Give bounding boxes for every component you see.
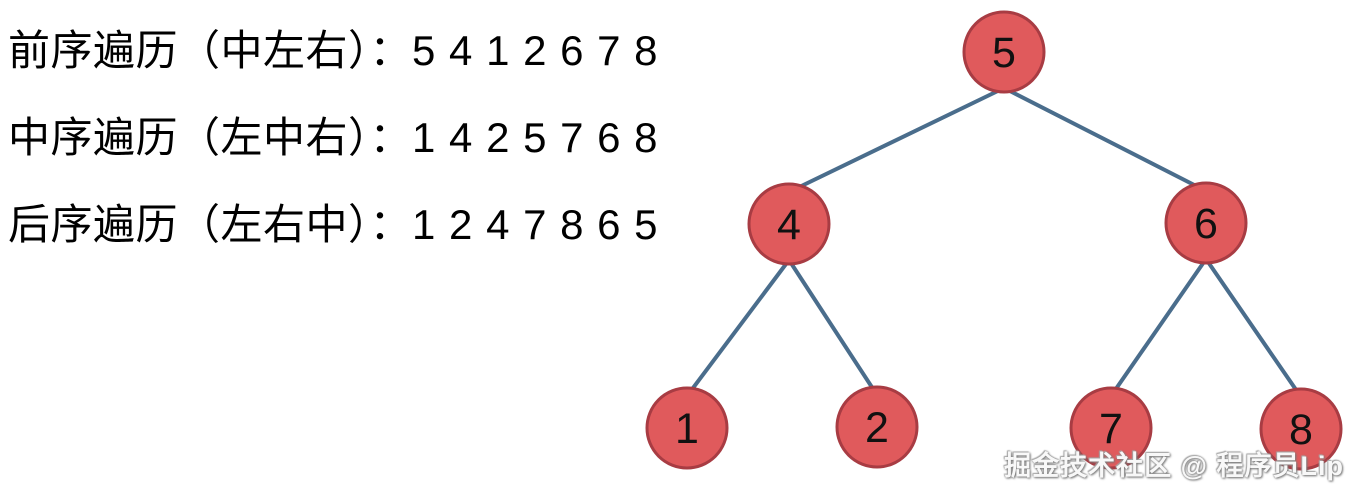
- tree-node-7: 7: [1069, 386, 1153, 470]
- tree-node-circle: [1069, 386, 1153, 470]
- tree-node-2: 2: [835, 385, 919, 469]
- tree-node-8: 8: [1259, 387, 1343, 471]
- tree-node-circle: [835, 385, 919, 469]
- tree-node-label: 1: [675, 405, 699, 453]
- traversal-postorder-label: 后序遍历（左右中）：: [8, 201, 413, 248]
- tree-node-label: 7: [1099, 405, 1123, 453]
- tree-edge-6-8: [1204, 257, 1303, 399]
- traversal-inorder-label: 中序遍历（左中右）：: [8, 114, 413, 161]
- traversal-postorder: 后序遍历（左右中）：1 2 4 7 8 6 5: [8, 201, 659, 248]
- tree-node-6: 6: [1164, 181, 1248, 265]
- tree-node-5: 5: [962, 10, 1046, 94]
- tree-edge-4-2: [787, 258, 879, 397]
- tree-node-1: 1: [645, 386, 729, 470]
- tree-node-circle: [962, 10, 1046, 94]
- tree-node-label: 2: [865, 404, 889, 452]
- traversal-inorder-sequence: 1 4 2 5 7 6 8: [412, 114, 659, 161]
- tree-node-label: 4: [777, 201, 801, 249]
- tree-node-label: 8: [1289, 406, 1313, 454]
- tree-node-4: 4: [747, 182, 831, 266]
- traversal-preorder-label: 前序遍历（中左右）：: [8, 27, 413, 74]
- tree-edge-5-4: [787, 86, 1006, 194]
- traversal-preorder: 前序遍历（中左右）：5 4 1 2 6 7 8: [8, 27, 659, 74]
- traversal-preorder-sequence: 5 4 1 2 6 7 8: [412, 27, 659, 74]
- tree-node-circle: [1259, 387, 1343, 471]
- tree-edge-5-6: [1002, 86, 1208, 193]
- tree-node-label: 6: [1194, 200, 1218, 248]
- traversal-postorder-sequence: 1 2 4 7 8 6 5: [412, 201, 659, 248]
- tree-edge-4-1: [685, 258, 791, 398]
- watermark: 掘金技术社区 @ 程序员Lip: [1004, 451, 1344, 481]
- tree-node-label: 5: [992, 29, 1016, 77]
- traversal-inorder: 中序遍历（左中右）：1 4 2 5 7 6 8: [8, 114, 659, 161]
- tree-node-circle: [1164, 181, 1248, 265]
- tree-node-circle: [645, 386, 729, 470]
- tree-node-circle: [747, 182, 831, 266]
- tree-edge-6-7: [1109, 257, 1208, 398]
